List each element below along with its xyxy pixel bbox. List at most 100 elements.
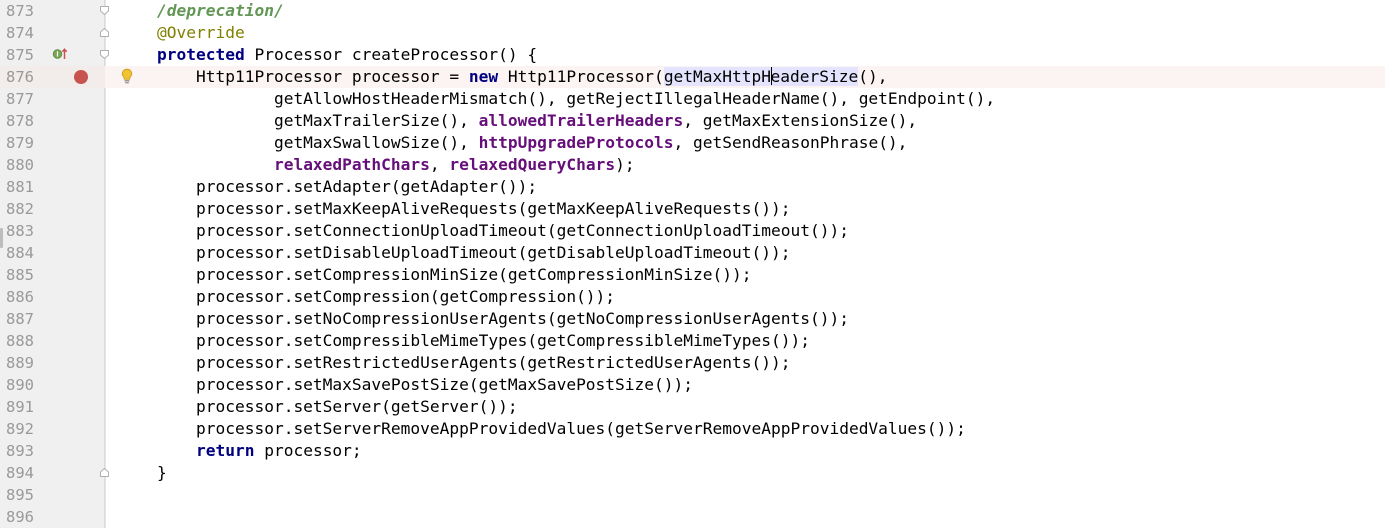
line-number: 873 (6, 2, 34, 20)
code-line-892[interactable]: 892 processor.setServerRemoveAppProvided… (0, 418, 1385, 440)
code-line-889[interactable]: 889 processor.setRestrictedUserAgents(ge… (0, 352, 1385, 374)
override-method-icon[interactable] (52, 46, 68, 62)
code-text[interactable]: processor.setCompressibleMimeTypes(getCo… (157, 330, 810, 352)
code-line-890[interactable]: 890 processor.setMaxSavePostSize(getMaxS… (0, 374, 1385, 396)
code-text[interactable]: processor.setConnectionUploadTimeout(get… (157, 220, 849, 242)
code-text[interactable]: processor.setServerRemoveAppProvidedValu… (157, 418, 966, 440)
gutter-cell[interactable]: 896 (0, 506, 105, 528)
code-text[interactable]: processor.setCompression(getCompression(… (157, 286, 615, 308)
editor-gutter[interactable] (0, 0, 106, 528)
code-text[interactable]: processor.setDisableUploadTimeout(getDis… (157, 242, 791, 264)
gutter-cell[interactable]: 874 (0, 22, 109, 44)
line-number: 884 (6, 244, 34, 262)
code-line-887[interactable]: 887 processor.setNoCompressionUserAgents… (0, 308, 1385, 330)
code-line-878[interactable]: 878 getMaxTrailerSize(), allowedTrailerH… (0, 110, 1385, 132)
gutter-cell[interactable]: 885 (0, 264, 105, 286)
code-segment: processor.setNoCompressionUserAgents(get… (157, 309, 849, 328)
code-text[interactable]: relaxedPathChars, relaxedQueryChars); (157, 154, 635, 176)
code-text[interactable]: /deprecation/ (157, 0, 284, 22)
line-number: 885 (6, 266, 34, 284)
lightbulb-icon[interactable] (120, 68, 134, 85)
code-text[interactable]: processor.setAdapter(getAdapter()); (157, 176, 537, 198)
fold-guide (104, 0, 105, 528)
gutter-cell[interactable]: 877 (0, 88, 105, 110)
line-number: 878 (6, 112, 34, 130)
gutter-cell[interactable]: 878 (0, 110, 105, 132)
gutter-cell[interactable]: 888 (0, 330, 105, 352)
line-number: 894 (6, 464, 34, 482)
code-line-875[interactable]: 875 protected Processor createProcessor(… (0, 44, 1385, 66)
code-line-880[interactable]: 880 relaxedPathChars, relaxedQueryChars)… (0, 154, 1385, 176)
code-segment: processor; (254, 441, 362, 460)
code-segment: (), (858, 67, 888, 86)
line-number: 896 (6, 508, 34, 526)
gutter-cell[interactable]: 892 (0, 418, 105, 440)
fold-close-icon[interactable] (100, 28, 109, 37)
code-line-893[interactable]: 893 return processor; (0, 440, 1385, 462)
code-line-896[interactable]: 896 (0, 506, 1385, 528)
code-line-876[interactable]: 876 Http11Processor processor = new Http… (0, 66, 1385, 88)
code-line-886[interactable]: 886 processor.setCompression(getCompress… (0, 286, 1385, 308)
identifier-part: eaderSize (770, 67, 859, 86)
fold-open-icon[interactable] (100, 50, 109, 59)
code-line-877[interactable]: 877 getAllowHostHeaderMismatch(), getRej… (0, 88, 1385, 110)
code-text[interactable]: return processor; (157, 440, 362, 462)
code-line-888[interactable]: 888 processor.setCompressibleMimeTypes(g… (0, 330, 1385, 352)
code-text[interactable]: Http11Processor processor = new Http11Pr… (157, 66, 887, 88)
gutter-cell[interactable]: 879 (0, 132, 105, 154)
gutter-cell[interactable]: 880 (0, 154, 105, 176)
line-number: 891 (6, 398, 34, 416)
code-segment: processor.setMaxSavePostSize(getMaxSaveP… (157, 375, 694, 394)
code-text[interactable]: processor.setServer(getServer()); (157, 396, 518, 418)
gutter-cell[interactable]: 891 (0, 396, 105, 418)
gutter-cell[interactable]: 881 (0, 176, 105, 198)
gutter-cell[interactable]: 889 (0, 352, 105, 374)
code-line-882[interactable]: 882 processor.setMaxKeepAliveRequests(ge… (0, 198, 1385, 220)
gutter-drag-handle[interactable] (0, 228, 3, 248)
code-text[interactable]: @Override (157, 22, 245, 44)
code-text[interactable]: processor.setCompressionMinSize(getCompr… (157, 264, 752, 286)
code-line-894[interactable]: 894 } (0, 462, 1385, 484)
code-text[interactable]: getAllowHostHeaderMismatch(), getRejectI… (157, 88, 995, 110)
keyword: return (195, 441, 255, 460)
gutter-cell[interactable]: 893 (0, 440, 105, 462)
code-segment: processor.setAdapter(getAdapter()); (157, 177, 538, 196)
line-number: 874 (6, 24, 34, 42)
gutter-cell[interactable]: 895 (0, 484, 105, 506)
code-line-885[interactable]: 885 processor.setCompressionMinSize(getC… (0, 264, 1385, 286)
gutter-cell[interactable]: 876 (0, 66, 105, 88)
fold-close-icon[interactable] (100, 468, 109, 477)
gutter-cell[interactable]: 873 (0, 0, 109, 22)
line-number: 876 (6, 68, 34, 86)
gutter-cell[interactable]: 894 (0, 462, 109, 484)
code-segment: processor.setDisableUploadTimeout(getDis… (157, 243, 791, 262)
line-number: 893 (6, 442, 34, 460)
gutter-cell[interactable]: 890 (0, 374, 105, 396)
gutter-cell[interactable]: 882 (0, 198, 105, 220)
gutter-cell[interactable]: 887 (0, 308, 105, 330)
gutter-cell[interactable]: 883 (0, 220, 105, 242)
code-line-873[interactable]: 873 /deprecation/ (0, 0, 1385, 22)
code-text[interactable]: getMaxSwallowSize(), httpUpgradeProtocol… (157, 132, 908, 154)
code-line-883[interactable]: 883 processor.setConnectionUploadTimeout… (0, 220, 1385, 242)
code-text[interactable]: processor.setNoCompressionUserAgents(get… (157, 308, 849, 330)
code-text[interactable]: } (157, 462, 167, 484)
code-text[interactable]: processor.setMaxSavePostSize(getMaxSaveP… (157, 374, 693, 396)
code-line-881[interactable]: 881 processor.setAdapter(getAdapter()); (0, 176, 1385, 198)
gutter-cell[interactable]: 886 (0, 286, 105, 308)
code-text[interactable]: processor.setRestrictedUserAgents(getRes… (157, 352, 791, 374)
code-text[interactable]: protected Processor createProcessor() { (157, 44, 537, 66)
breakpoint-icon[interactable] (74, 70, 88, 84)
code-line-884[interactable]: 884 processor.setDisableUploadTimeout(ge… (0, 242, 1385, 264)
gutter-cell[interactable]: 875 (0, 44, 109, 66)
code-line-895[interactable]: 895 (0, 484, 1385, 506)
field-reference: allowedTrailerHeaders (478, 111, 684, 130)
code-line-879[interactable]: 879 getMaxSwallowSize(), httpUpgradeProt… (0, 132, 1385, 154)
fold-open-icon[interactable] (100, 6, 109, 15)
code-line-874[interactable]: 874 @Override (0, 22, 1385, 44)
code-text[interactable]: getMaxTrailerSize(), allowedTrailerHeade… (157, 110, 917, 132)
code-line-891[interactable]: 891 processor.setServer(getServer()); (0, 396, 1385, 418)
gutter-cell[interactable]: 884 (0, 242, 105, 264)
code-text[interactable]: processor.setMaxKeepAliveRequests(getMax… (157, 198, 791, 220)
